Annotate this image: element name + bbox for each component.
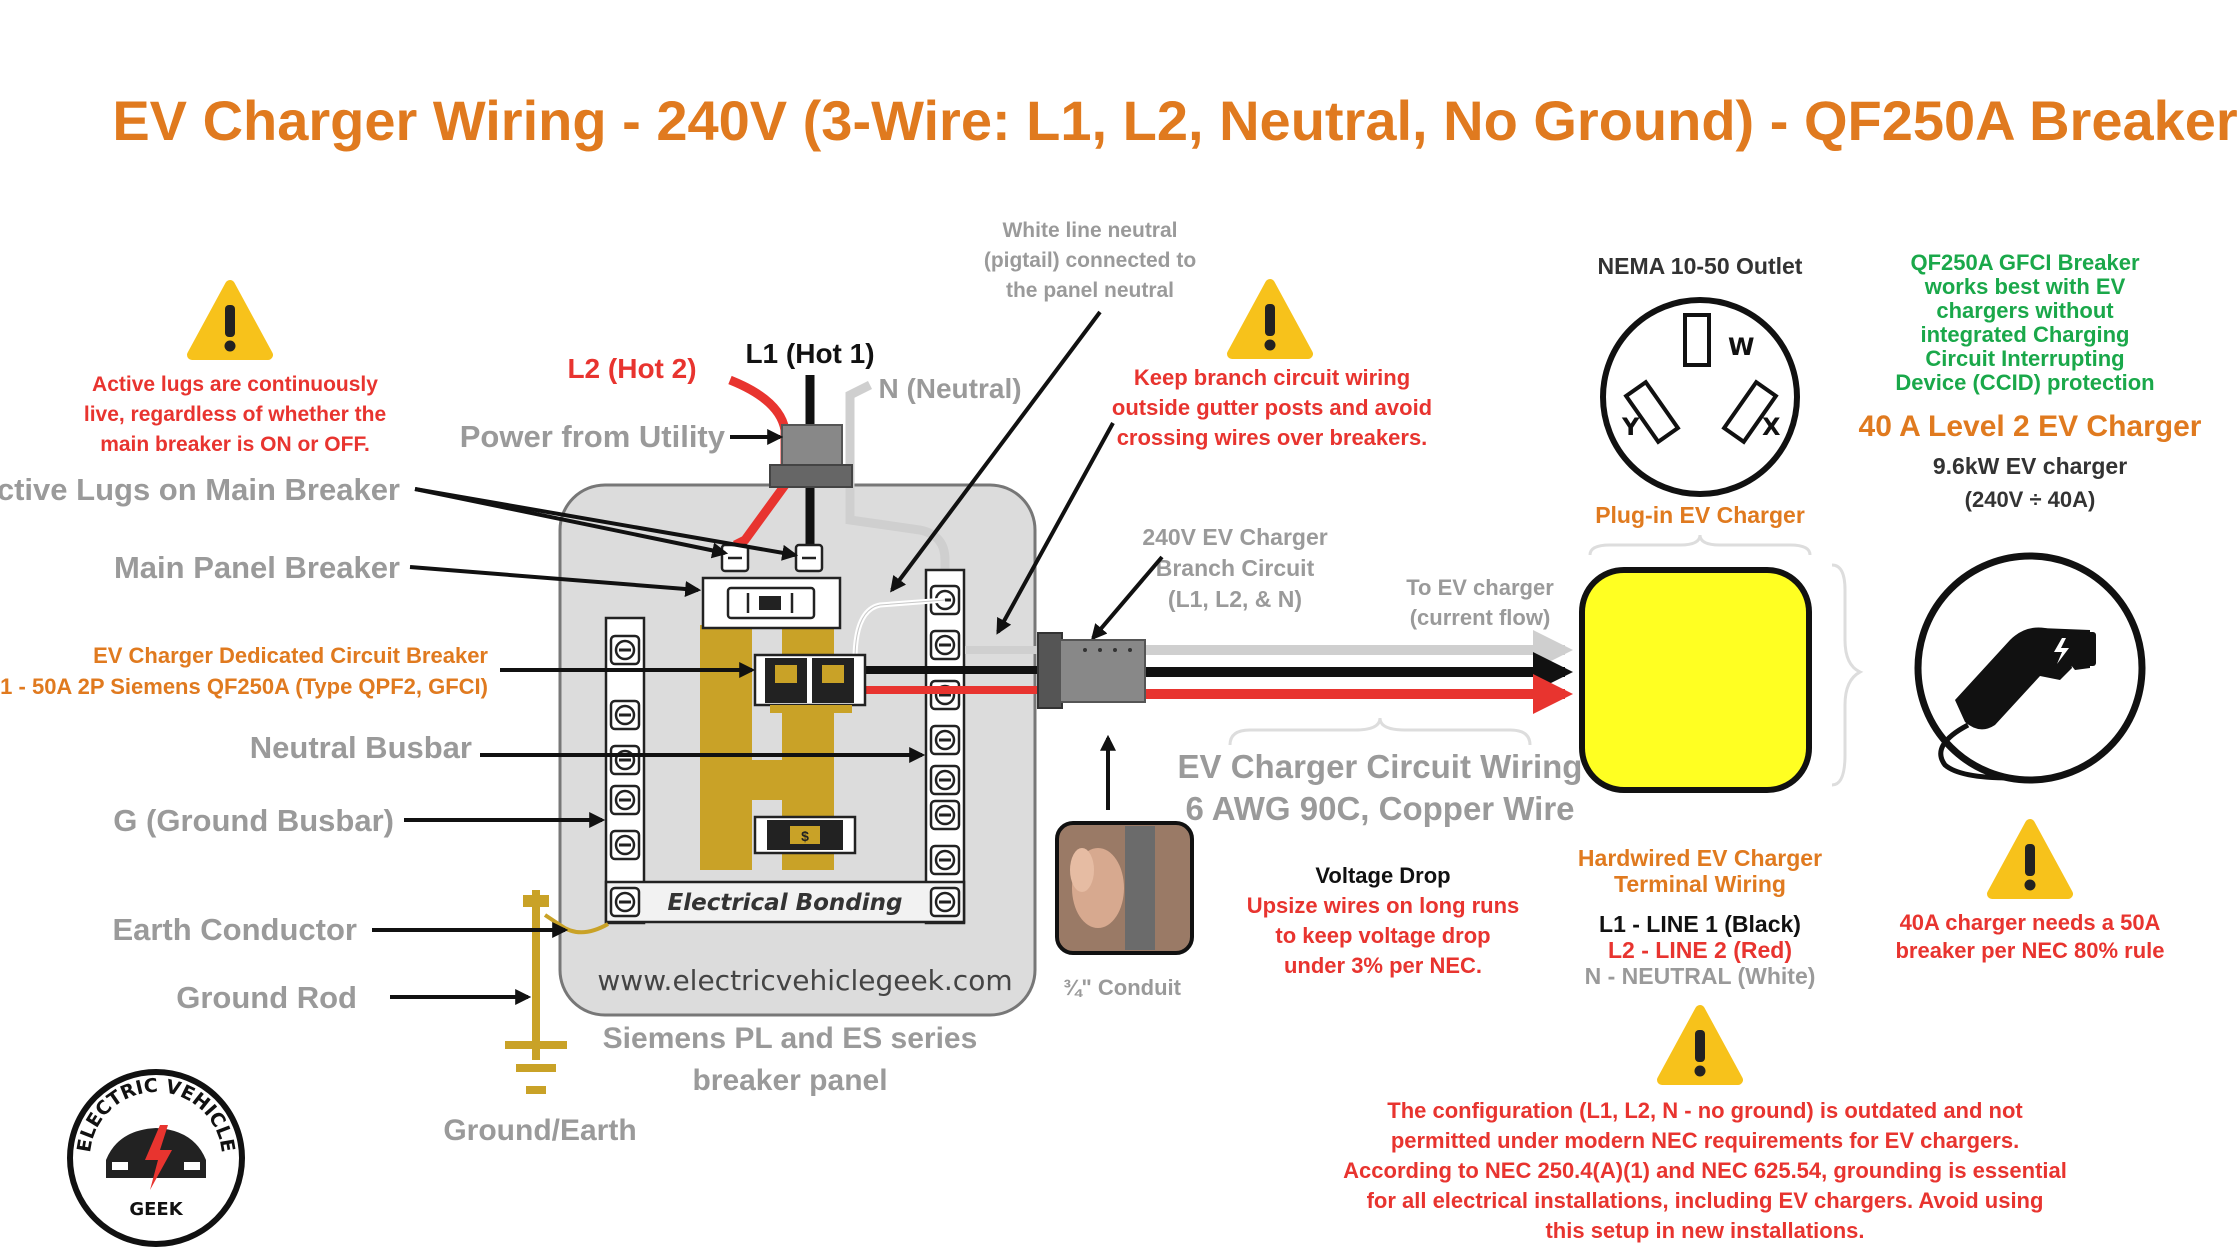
bottom-warning-line-2: permitted under modern NEC requirements … <box>1391 1128 2019 1153</box>
conduit-label: ¾" Conduit <box>1063 975 1182 1000</box>
outlet-w-label: W <box>1728 333 1754 361</box>
ev-geek-logo: ELECTRIC VEHICLE GEEK <box>67 1069 245 1247</box>
to-charger-label-line-1: To EV charger <box>1406 575 1554 600</box>
neutral-label: N (Neutral) <box>878 373 1021 404</box>
voltage-drop-line-1: Upsize wires on long runs <box>1247 893 1520 918</box>
panel-name-line-1: Siemens PL and ES series <box>603 1022 978 1055</box>
lugs-warning-line-3: main breaker is ON or OFF. <box>100 433 370 456</box>
pigtail-label-line-1: White line neutral <box>1002 219 1177 242</box>
gfci-note-line-5: Circuit Interrupting <box>1925 346 2124 371</box>
lugs-warning-line-1: Active lugs are continuously <box>92 373 378 396</box>
brass-busbar-stub <box>752 760 782 800</box>
bonding-bar <box>604 880 966 924</box>
branch-circuit-label-line-1: 240V EV Charger <box>1142 524 1327 550</box>
neutral-utility-wire <box>845 380 950 585</box>
wiring-label-line-2: 6 AWG 90C, Copper Wire <box>1185 790 1574 827</box>
outlet-caption: Plug-in EV Charger <box>1595 502 1805 528</box>
gfci-note-line-4: integrated Charging <box>1920 322 2129 347</box>
charger-formula: (240V ÷ 40A) <box>1965 487 2096 512</box>
l1-label: L1 (Hot 1) <box>745 338 874 369</box>
ground-busbar-label: G (Ground Busbar) <box>113 803 394 838</box>
main-panel-breaker-label: Main Panel Breaker <box>114 550 400 585</box>
neutral-pigtail-wire <box>852 597 946 661</box>
terminal-neutral: N - NEUTRAL (White) <box>1585 963 1816 989</box>
ground-rod-label: Ground Rod <box>176 980 357 1015</box>
conduit-locknut <box>1037 632 1063 709</box>
neutral-busbar-label: Neutral Busbar <box>250 730 472 765</box>
charger-warning-line-2: breaker per NEC 80% rule <box>1895 938 2164 963</box>
outlet-title: NEMA 10-50 Outlet <box>1598 253 1803 279</box>
branch-circuit-label-line-2: Branch Circuit <box>1156 555 1315 581</box>
logo-bottom-text: GEEK <box>129 1199 183 1220</box>
service-entrance-fitting <box>781 424 843 466</box>
ev-breaker-label-line-2: CB1 - 50A 2P Siemens QF250A (Type QPF2, … <box>0 674 488 699</box>
earth-conductor-label: Earth Conductor <box>112 912 357 947</box>
pigtail-label-line-2: (pigtail) connected to <box>984 249 1196 272</box>
conduit-connector <box>1059 639 1146 703</box>
branch-warning-line-3: crossing wires over breakers. <box>1117 425 1428 450</box>
voltage-drop-line-2: to keep voltage drop <box>1275 923 1490 948</box>
charger-power: 9.6kW EV charger <box>1933 453 2127 479</box>
ev-breaker-label-line-1: EV Charger Dedicated Circuit Breaker <box>93 643 488 668</box>
page-title: EV Charger Wiring - 240V (3-Wire: L1, L2… <box>112 89 2237 152</box>
hardwired-terminal-box <box>1579 567 1812 793</box>
charger-title: 40 A Level 2 EV Charger <box>1859 410 2202 443</box>
outlet-x-label: X <box>1762 413 1781 441</box>
voltage-drop-line-3: under 3% per NEC. <box>1284 953 1482 978</box>
active-lugs-label: Active Lugs on Main Breaker <box>0 472 400 507</box>
bottom-warning-line-3: According to NEC 250.4(A)(1) and NEC 625… <box>1343 1158 2067 1183</box>
bonding-label: Electrical Bonding <box>668 890 903 916</box>
branch-circuit-label-line-3: (L1, L2, & N) <box>1168 586 1302 612</box>
terminal-line-1: L1 - LINE 1 (Black) <box>1599 911 1801 937</box>
svg-text:$: $ <box>801 828 809 844</box>
branch-warning-line-2: outside gutter posts and avoid <box>1112 395 1432 420</box>
power-from-utility-label: Power from Utility <box>460 419 726 454</box>
terminal-line-2: L2 - LINE 2 (Red) <box>1608 937 1792 963</box>
l2-label: L2 (Hot 2) <box>567 353 696 384</box>
gfci-note-line-2: works best with EV <box>1924 274 2126 299</box>
bottom-warning-line-1: The configuration (L1, L2, N - no ground… <box>1387 1098 2023 1123</box>
terminal-title-line-2: Terminal Wiring <box>1614 871 1786 897</box>
voltage-drop-title: Voltage Drop <box>1315 863 1450 888</box>
brass-busbar-left <box>700 625 752 870</box>
to-charger-label-line-2: (current flow) <box>1410 605 1551 630</box>
pigtail-label-line-3: the panel neutral <box>1006 279 1174 302</box>
outlet-y-label: Y <box>1621 413 1640 441</box>
gfci-note-line-6: Device (CCID) protection <box>1895 370 2154 395</box>
service-entrance-nut <box>769 464 853 488</box>
nema-10-50-outlet <box>1600 297 1800 497</box>
wiring-label-line-1: EV Charger Circuit Wiring <box>1178 748 1583 785</box>
website-label: www.electricvehiclegeek.com <box>597 964 1012 997</box>
charger-warning-line-1: 40A charger needs a 50A <box>1900 910 2161 935</box>
gfci-note-line-1: QF250A GFCI Breaker <box>1910 250 2139 275</box>
panel-name-line-2: breaker panel <box>692 1064 887 1097</box>
bottom-warning-line-5: this setup in new installations. <box>1545 1218 1864 1243</box>
terminal-title-line-1: Hardwired EV Charger <box>1578 845 1822 871</box>
lugs-warning-line-2: live, regardless of whether the <box>84 403 386 426</box>
bottom-warning-line-4: for all electrical installations, includ… <box>1367 1188 2044 1213</box>
ground-earth-label: Ground/Earth <box>443 1114 636 1147</box>
gfci-note-line-3: chargers without <box>1936 298 2114 323</box>
branch-warning-line-1: Keep branch circuit wiring <box>1134 365 1410 390</box>
ev-charger-plug-icon <box>1914 552 2146 784</box>
